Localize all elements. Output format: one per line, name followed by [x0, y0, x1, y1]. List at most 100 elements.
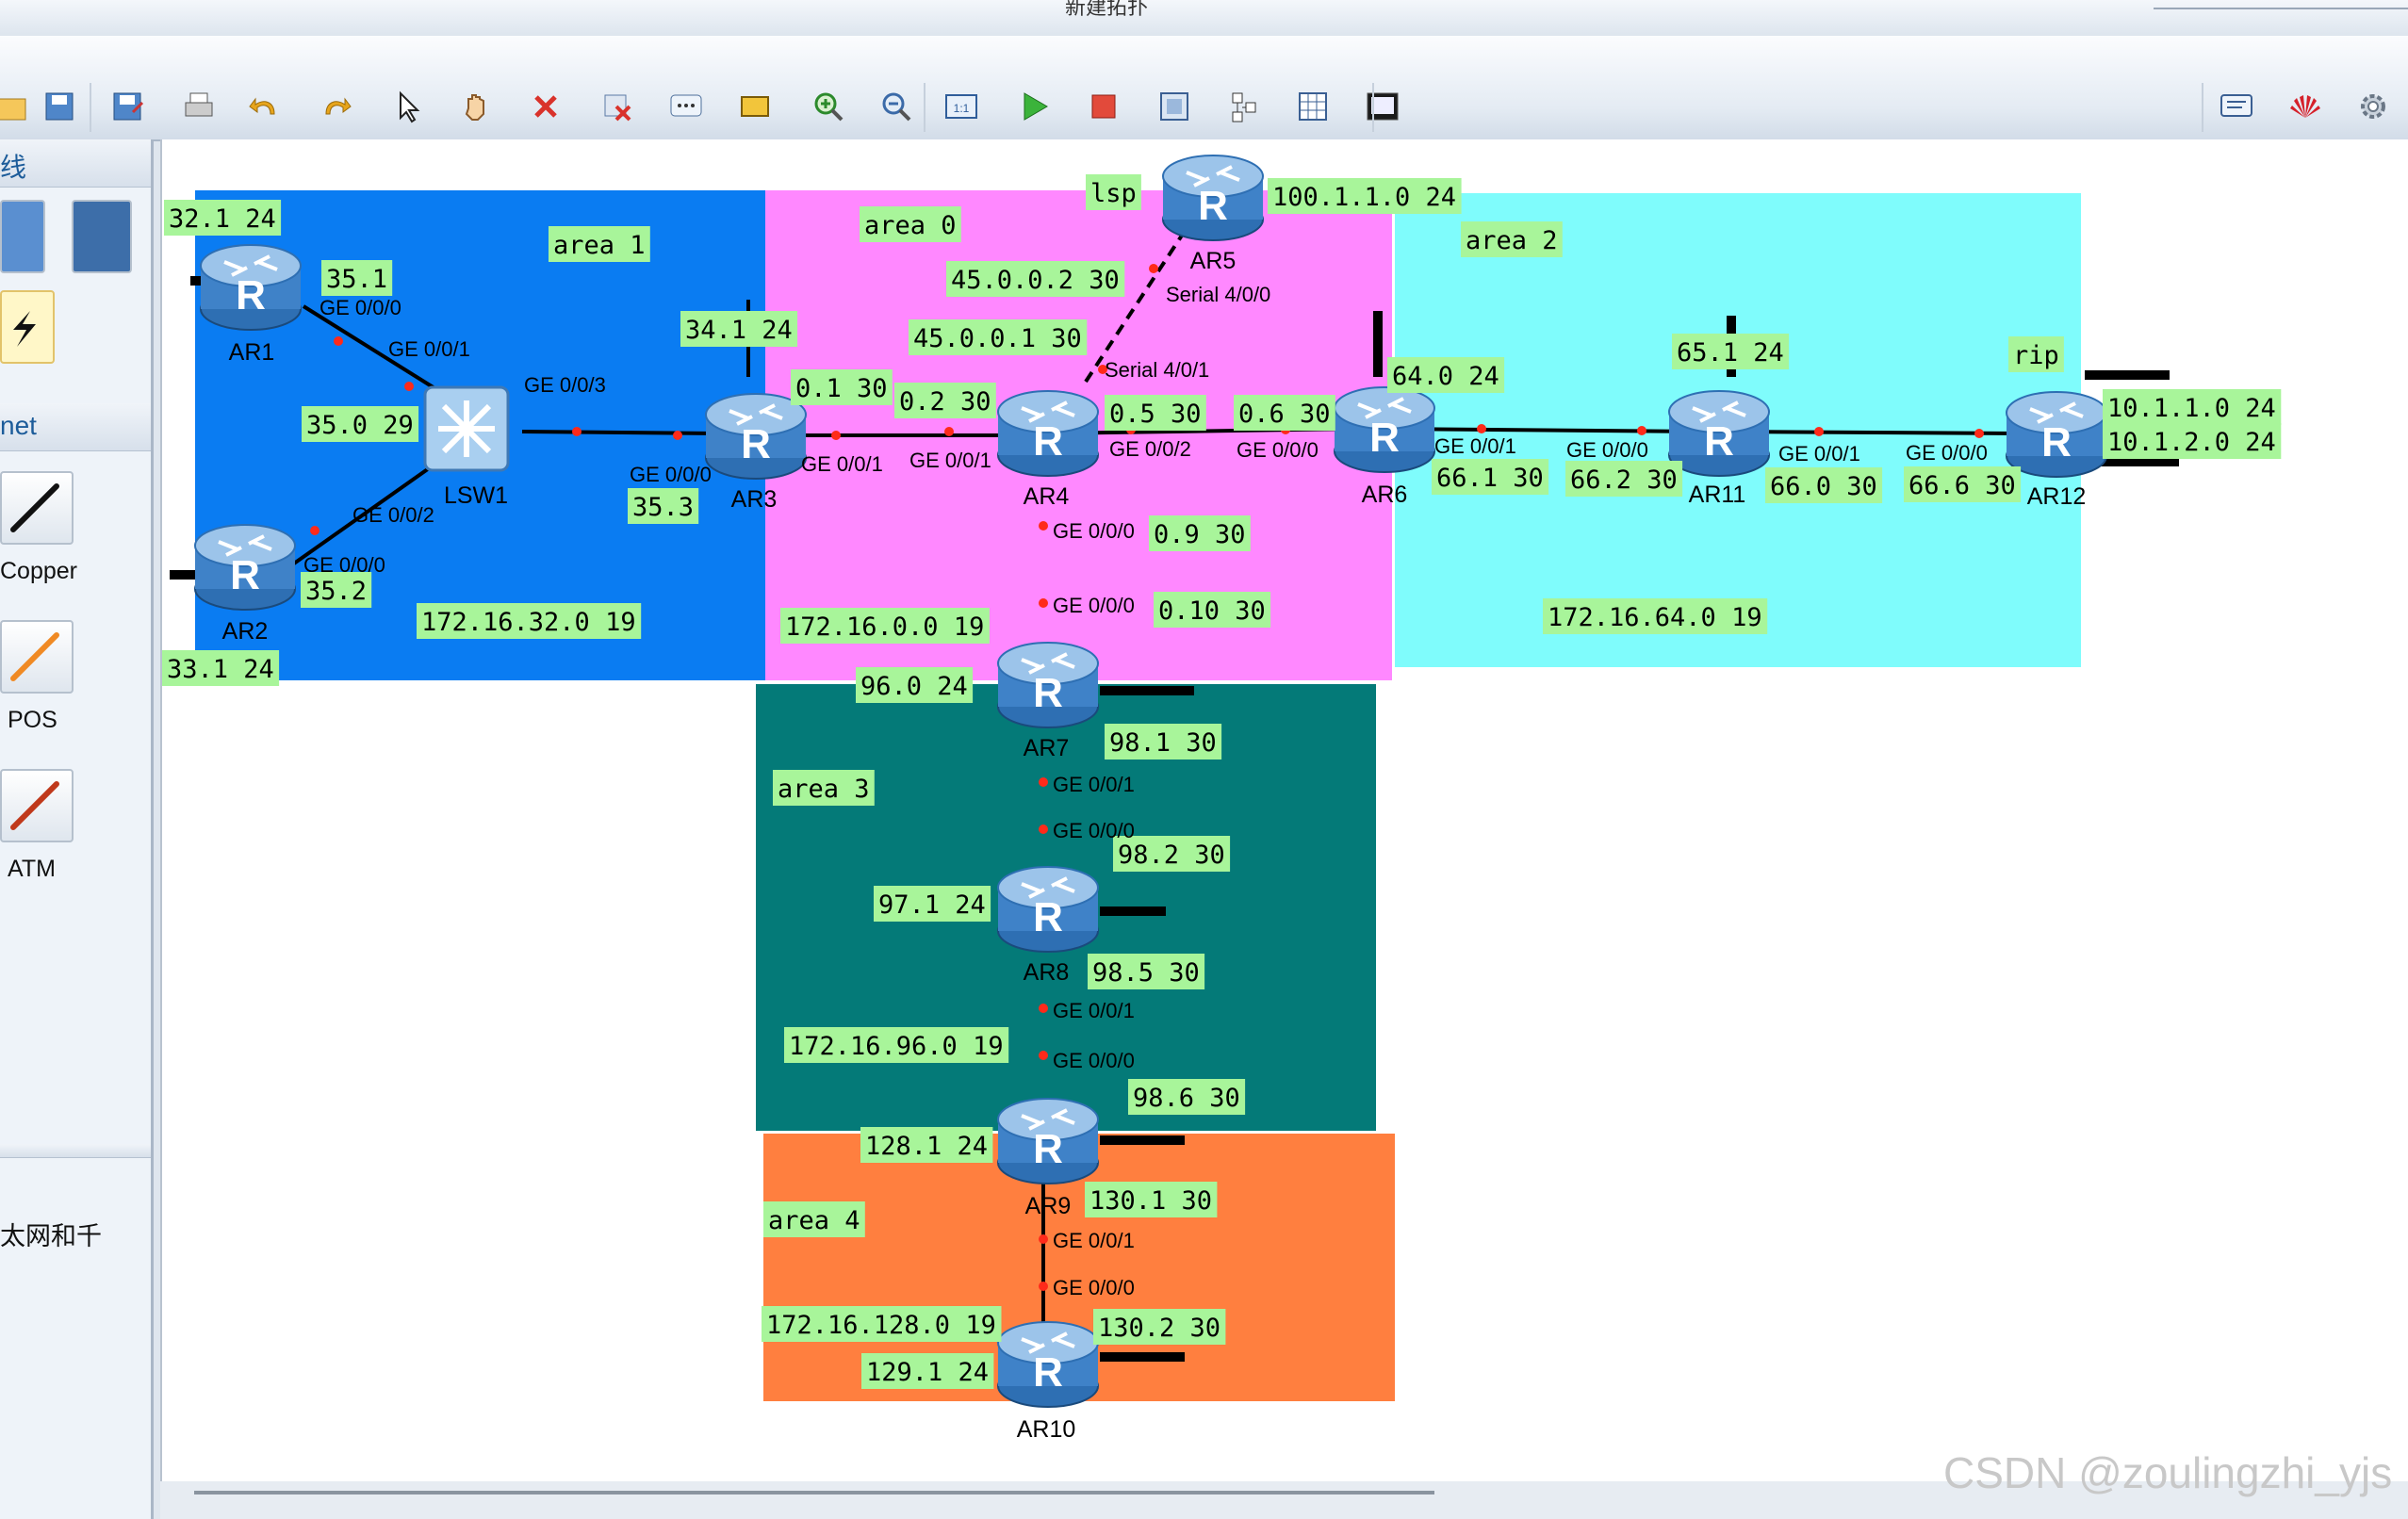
zoom-out-icon[interactable] — [875, 85, 918, 128]
text-note-icon[interactable] — [664, 85, 708, 128]
label-l-35-3[interactable]: 35.3 — [628, 488, 699, 524]
rectangle-icon[interactable] — [733, 85, 777, 128]
label-l-45-1[interactable]: 45.0.0.1 30 — [909, 319, 1088, 355]
label-l-0-6[interactable]: 0.6 30 — [1234, 395, 1335, 431]
horizontal-scrollbar[interactable] — [160, 1481, 2408, 1519]
stop-icon[interactable] — [1082, 85, 1125, 128]
label-l-172-64[interactable]: 172.16.64.0 19 — [1543, 598, 1768, 634]
label-l-10-2[interactable]: 10.1.2.0 24 — [2103, 423, 2282, 459]
label-l-100-1[interactable]: 100.1.1.0 24 — [1268, 178, 1462, 214]
router-ar7[interactable]: R — [997, 642, 1099, 728]
label-l-0-1[interactable]: 0.1 30 — [791, 369, 893, 405]
label-l-area2[interactable]: area 2 — [1461, 221, 1563, 257]
delete-icon[interactable] — [524, 85, 567, 128]
auto-link-icon[interactable] — [0, 290, 55, 364]
router-ar9[interactable]: R — [997, 1098, 1099, 1184]
label-l-98-2[interactable]: 98.2 30 — [1113, 836, 1231, 872]
router-ar6[interactable]: R — [1334, 386, 1435, 473]
label-l-172-32[interactable]: 172.16.32.0 19 — [417, 603, 642, 639]
firewall-device-icon[interactable] — [72, 200, 132, 273]
router-ar4[interactable]: R — [997, 390, 1099, 477]
label-l-10-1[interactable]: 10.1.1.0 24 — [2103, 389, 2282, 425]
zoom-in-icon[interactable] — [807, 85, 850, 128]
label-l-45-2[interactable]: 45.0.0.2 30 — [946, 261, 1125, 297]
settings-icon[interactable] — [2351, 85, 2395, 128]
label-l-0-9[interactable]: 0.9 30 — [1149, 515, 1251, 551]
console-icon[interactable] — [1361, 85, 1404, 128]
capture-icon[interactable] — [1153, 85, 1196, 128]
wireless-device-icon[interactable] — [0, 200, 45, 273]
chat-icon[interactable] — [2215, 85, 2258, 128]
fit-icon[interactable]: 1:1 — [940, 85, 983, 128]
label-l-area3[interactable]: area 3 — [773, 770, 875, 806]
label-l-0-5[interactable]: 0.5 30 — [1105, 395, 1206, 431]
label-l-66-0[interactable]: 66.0 30 — [1765, 467, 1883, 503]
delete-link-icon[interactable] — [595, 85, 638, 128]
link-line[interactable] — [283, 449, 456, 572]
label-l-98-6[interactable]: 98.6 30 — [1128, 1079, 1246, 1115]
router-ar2[interactable]: R — [194, 524, 296, 611]
router-ar5[interactable]: R — [1162, 155, 1264, 241]
label-l-32-1[interactable]: 32.1 24 — [164, 200, 282, 236]
print-icon[interactable] — [177, 85, 221, 128]
link-line[interactable] — [1386, 427, 1699, 433]
label-l-66-6[interactable]: 66.6 30 — [1904, 466, 2022, 502]
router-ar8[interactable]: R — [997, 866, 1099, 953]
link-line[interactable] — [302, 304, 456, 402]
label-l-0-10[interactable]: 0.10 30 — [1154, 592, 1271, 628]
save-icon[interactable] — [38, 85, 81, 128]
router-ar1[interactable]: R — [200, 244, 302, 331]
grid-icon[interactable] — [1291, 85, 1335, 128]
label-l-35-1[interactable]: 35.1 — [321, 260, 393, 296]
topology-icon[interactable] — [1222, 85, 1266, 128]
label-l-0-2[interactable]: 0.2 30 — [894, 383, 996, 418]
link-line[interactable] — [1726, 430, 2020, 435]
label-l-172-0[interactable]: 172.16.0.0 19 — [780, 608, 990, 644]
router-ar3[interactable]: R — [705, 393, 807, 480]
cable-pos-button[interactable] — [0, 620, 74, 694]
label-l-66-1[interactable]: 66.1 30 — [1432, 459, 1549, 495]
save-as-icon[interactable] — [106, 85, 149, 128]
link-line[interactable] — [1084, 215, 1196, 384]
label-l-35-0[interactable]: 35.0 29 — [302, 406, 419, 442]
scrollbar-thumb[interactable] — [194, 1491, 1434, 1494]
label-l-66-2[interactable]: 66.2 30 — [1565, 461, 1683, 497]
label-l-98-5[interactable]: 98.5 30 — [1088, 954, 1205, 989]
label-l-172-128[interactable]: 172.16.128.0 19 — [762, 1306, 1002, 1342]
sidebar-header-links[interactable]: 线 — [0, 139, 151, 188]
huawei-logo-icon[interactable] — [2284, 85, 2327, 128]
cable-copper-button[interactable] — [0, 471, 74, 545]
label-l-172-96[interactable]: 172.16.96.0 19 — [784, 1027, 1009, 1063]
label-l-129-1[interactable]: 129.1 24 — [861, 1353, 994, 1389]
cable-atm-button[interactable] — [0, 769, 74, 842]
router-ar11[interactable]: R — [1668, 390, 1770, 477]
label-l-98-1[interactable]: 98.1 30 — [1105, 724, 1222, 760]
label-l-130-2[interactable]: 130.2 30 — [1093, 1309, 1226, 1345]
label-l-35-2[interactable]: 35.2 — [301, 572, 372, 608]
link-line[interactable] — [521, 430, 719, 435]
redo-icon[interactable] — [314, 85, 357, 128]
label-l-area0[interactable]: area 0 — [860, 206, 961, 242]
label-l-lsp[interactable]: lsp — [1086, 174, 1141, 210]
open-icon[interactable] — [0, 85, 34, 128]
select-icon[interactable] — [386, 85, 430, 128]
router-ar12[interactable]: R — [2006, 391, 2107, 478]
undo-icon[interactable] — [243, 85, 287, 128]
label-l-64-0[interactable]: 64.0 24 — [1387, 357, 1505, 393]
sidebar-header-ethernet[interactable]: net — [0, 403, 151, 451]
label-l-128-1[interactable]: 128.1 24 — [860, 1127, 993, 1163]
start-icon[interactable] — [1012, 85, 1056, 128]
switch-lsw1[interactable] — [423, 385, 510, 472]
label-l-34-1[interactable]: 34.1 24 — [680, 311, 798, 347]
label-l-65-1[interactable]: 65.1 24 — [1672, 334, 1790, 369]
router-ar10[interactable]: R — [997, 1321, 1099, 1408]
label-l-130-1[interactable]: 130.1 30 — [1085, 1182, 1218, 1217]
label-l-rip[interactable]: rip — [2008, 336, 2064, 372]
label-l-area4[interactable]: area 4 — [763, 1201, 865, 1237]
label-l-96-0[interactable]: 96.0 24 — [856, 667, 974, 703]
label-l-33-1[interactable]: 33.1 24 — [162, 650, 280, 686]
label-l-97-1[interactable]: 97.1 24 — [874, 886, 991, 922]
hand-icon[interactable] — [454, 85, 498, 128]
label-l-area1[interactable]: area 1 — [549, 226, 650, 262]
